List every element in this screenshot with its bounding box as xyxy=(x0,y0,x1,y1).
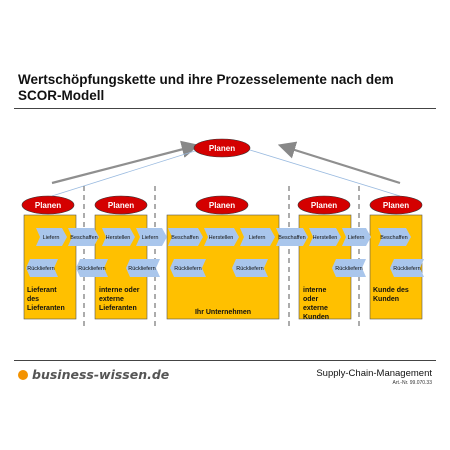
stage-plan-4: Planen xyxy=(369,195,423,215)
svg-text:Liefern: Liefern xyxy=(348,235,365,241)
svg-text:Rückliefern: Rückliefern xyxy=(174,266,202,272)
return-arrow-rueckliefern: Rückliefern xyxy=(170,259,206,277)
svg-text:Beschaffen: Beschaffen xyxy=(70,235,97,241)
return-arrow-rueckliefern: Rückliefern xyxy=(232,259,268,277)
process-arrow-liefern: Liefern xyxy=(36,228,67,246)
arrow-right-up xyxy=(277,141,401,185)
footer-divider xyxy=(14,360,436,361)
svg-text:Rückliefern: Rückliefern xyxy=(393,266,421,272)
svg-text:Beschaffen: Beschaffen xyxy=(171,235,198,241)
stage-plan-2: Planen xyxy=(195,195,249,215)
svg-text:Planen: Planen xyxy=(383,201,409,210)
process-arrow-beschaffen: Beschaffen xyxy=(168,228,203,246)
brand-dot-icon xyxy=(18,370,28,380)
connector-line xyxy=(249,149,401,197)
stage-label-2: Ihr Unternehmen xyxy=(195,309,251,316)
process-arrow-liefern: Liefern xyxy=(136,228,167,246)
process-arrow-herstellen: Herstellen xyxy=(102,228,135,246)
svg-text:Beschaffen: Beschaffen xyxy=(380,235,407,241)
svg-text:Planen: Planen xyxy=(108,201,134,210)
brand-name: business-wissen.de xyxy=(32,367,170,382)
process-arrow-herstellen: Herstellen xyxy=(309,228,341,246)
return-arrow-rueckliefern: Rückliefern xyxy=(390,259,424,277)
svg-text:Rückliefern: Rückliefern xyxy=(128,266,156,272)
top-plan-label: Planen xyxy=(209,144,235,153)
process-arrow-beschaffen: Beschaffen xyxy=(378,228,411,246)
svg-text:Rückliefern: Rückliefern xyxy=(27,266,55,272)
brand-logo: business-wissen.de xyxy=(18,367,169,382)
process-arrow-beschaffen: Beschaffen xyxy=(276,228,308,246)
return-arrow-rueckliefern: Rückliefern xyxy=(332,259,366,277)
footer-title: Supply-Chain-Management xyxy=(316,368,432,379)
svg-text:Planen: Planen xyxy=(209,201,235,210)
process-arrow-liefern: Liefern xyxy=(342,228,371,246)
svg-text:Beschaffen: Beschaffen xyxy=(278,235,305,241)
svg-text:Planen: Planen xyxy=(35,201,61,210)
stage-plan-0: Planen xyxy=(21,195,75,215)
arrow-left-up xyxy=(51,140,200,185)
svg-text:Herstellen: Herstellen xyxy=(106,235,131,241)
process-arrow-beschaffen: Beschaffen xyxy=(68,228,99,246)
stage-dividers xyxy=(83,186,360,330)
svg-text:Rückliefern: Rückliefern xyxy=(236,266,264,272)
svg-text:Planen: Planen xyxy=(311,201,337,210)
svg-text:Liefern: Liefern xyxy=(249,235,266,241)
return-arrow-rueckliefern: Rückliefern xyxy=(76,259,108,277)
return-arrow-rueckliefern: Rückliefern xyxy=(126,259,160,277)
svg-text:Herstellen: Herstellen xyxy=(209,235,234,241)
svg-text:Liefern: Liefern xyxy=(43,235,60,241)
connector-line xyxy=(51,149,199,197)
svg-text:Herstellen: Herstellen xyxy=(313,235,338,241)
top-plan-ellipse: Planen xyxy=(193,138,251,158)
article-number: Art.-Nr. 99.070.33 xyxy=(392,380,432,386)
stage-plan-3: Planen xyxy=(297,195,351,215)
title-divider xyxy=(14,108,436,109)
process-arrow-liefern: Liefern xyxy=(240,228,275,246)
svg-text:Liefern: Liefern xyxy=(142,235,159,241)
page-title: Wertschöpfungskette und ihre Prozesselem… xyxy=(18,72,394,103)
svg-text:Rückliefern: Rückliefern xyxy=(78,266,106,272)
return-arrow-rueckliefern: Rückliefern xyxy=(26,259,58,277)
process-arrow-herstellen: Herstellen xyxy=(204,228,239,246)
svg-text:Rückliefern: Rückliefern xyxy=(335,266,363,272)
stage-plan-1: Planen xyxy=(94,195,148,215)
